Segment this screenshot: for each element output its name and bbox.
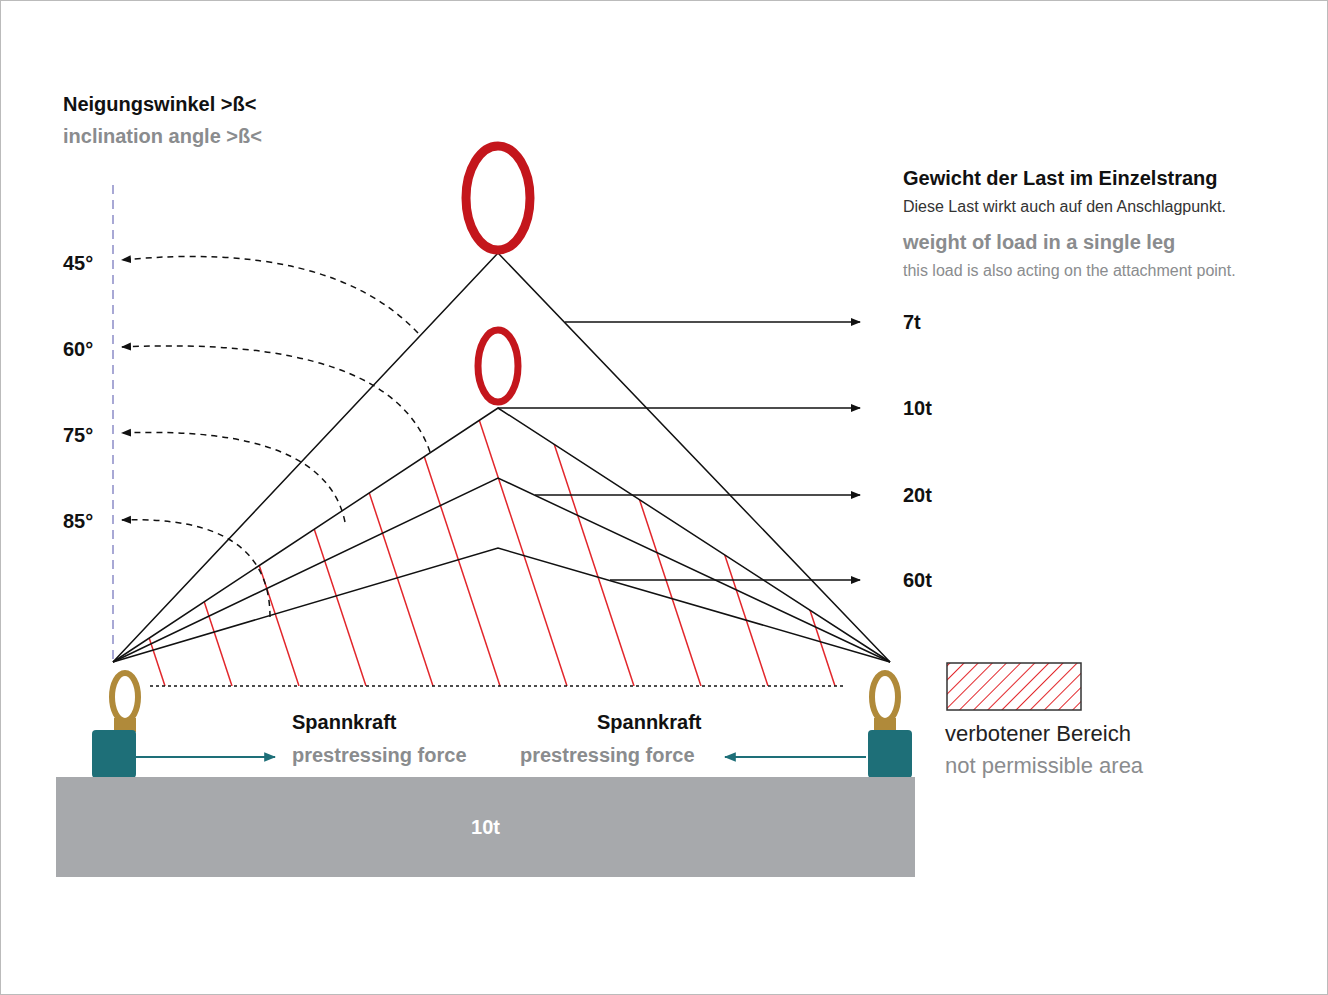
legend-text: verbotener Bereich: [945, 721, 1131, 747]
force-label: prestressing force: [292, 743, 467, 767]
heading: Gewicht der Last im Einzelstrang: [903, 166, 1218, 190]
load-value: 60t: [903, 568, 932, 592]
legend-text: not permissible area: [945, 753, 1143, 779]
load-value: 20t: [903, 483, 932, 507]
force-label: prestressing force: [520, 743, 695, 767]
angle-label: 85°: [63, 509, 93, 533]
angle-label: 75°: [63, 423, 93, 447]
heading: weight of load in a single leg: [903, 230, 1175, 254]
load-block: 10t: [56, 777, 915, 877]
hatch-swatch: [947, 663, 1081, 710]
load-value: 10t: [903, 396, 932, 420]
angle-label: 60°: [63, 337, 93, 361]
force-label: Spannkraft: [292, 710, 396, 734]
load-weight: 10t: [471, 816, 500, 839]
load-value: 7t: [903, 310, 921, 334]
note: this load is also acting on the attachme…: [903, 261, 1236, 280]
angle-label: 45°: [63, 251, 93, 275]
axis-title: inclination angle >ß<: [63, 124, 262, 148]
note: Diese Last wirkt auch auf den Anschlagpu…: [903, 197, 1226, 216]
axis-title: Neigungswinkel >ß<: [63, 92, 256, 116]
force-label: Spannkraft: [597, 710, 701, 734]
